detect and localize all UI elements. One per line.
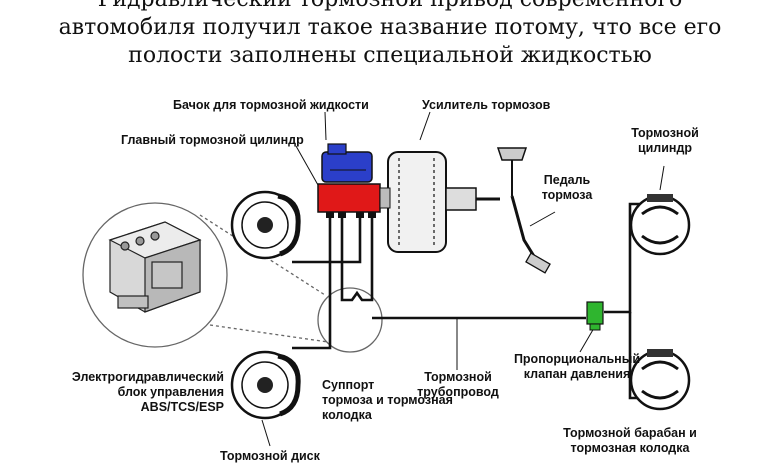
leader-reservoir [324, 111, 327, 141]
leader-master-cylinder [295, 145, 319, 186]
label-drum-brake: Тормозной барабан и тормозная колодка [563, 426, 697, 455]
master-cylinder-body [317, 183, 381, 213]
leader-wheel-cylinder [659, 165, 665, 191]
leader-valve [579, 327, 595, 353]
brake-booster [387, 151, 500, 253]
pipe-front-lower [292, 215, 332, 350]
label-wheel-cylinder: Тормозной цилиндр [631, 126, 699, 155]
disc-brake-lower [230, 350, 301, 420]
heading-line-1: Гидравлический тормозной привод современ… [0, 0, 780, 13]
drum-brake-upper [629, 194, 691, 256]
fluid-reservoir [321, 143, 373, 183]
drum-brake-lower [629, 349, 691, 411]
label-brake-disc: Тормозной диск [220, 449, 320, 463]
label-caliper: Суппорт тормоза и тормозная колодка [322, 378, 453, 422]
label-abs-unit: Электрогидравлический блок управления AB… [71, 370, 224, 414]
brake-lines [292, 202, 645, 400]
proportioning-valve [586, 301, 604, 331]
pipe-rear-upper [604, 202, 645, 314]
label-proportioning-valve: Пропорциональный клапан давления [513, 352, 641, 381]
heading-line-2: автомобиля получил такое название потому… [58, 15, 722, 40]
abs-module [108, 221, 202, 313]
disc-brake-upper [230, 190, 301, 260]
label-brake-pipe: Тормозной трубопровод [417, 370, 499, 399]
pipe-crossover [340, 215, 374, 302]
magnifier-tangent-bottom [209, 324, 329, 343]
leader-pedal [529, 211, 556, 227]
heading-line-3: полости заполнены специальной жидкостью [128, 43, 652, 68]
brake-pedal [496, 147, 551, 274]
leader-booster [419, 111, 431, 141]
label-brake-pedal: Педаль тормоза [541, 173, 593, 202]
label-master-cylinder: Главный тормозной цилиндр [121, 133, 304, 147]
magnifier-small-circle [317, 287, 383, 353]
master-cylinder [317, 183, 391, 218]
label-fluid-reservoir: Бачок для тормозной жидкости [173, 98, 369, 112]
label-brake-booster: Усилитель тормозов [422, 98, 551, 112]
pipe-front-upper [292, 215, 362, 264]
leader-disc [261, 419, 271, 447]
